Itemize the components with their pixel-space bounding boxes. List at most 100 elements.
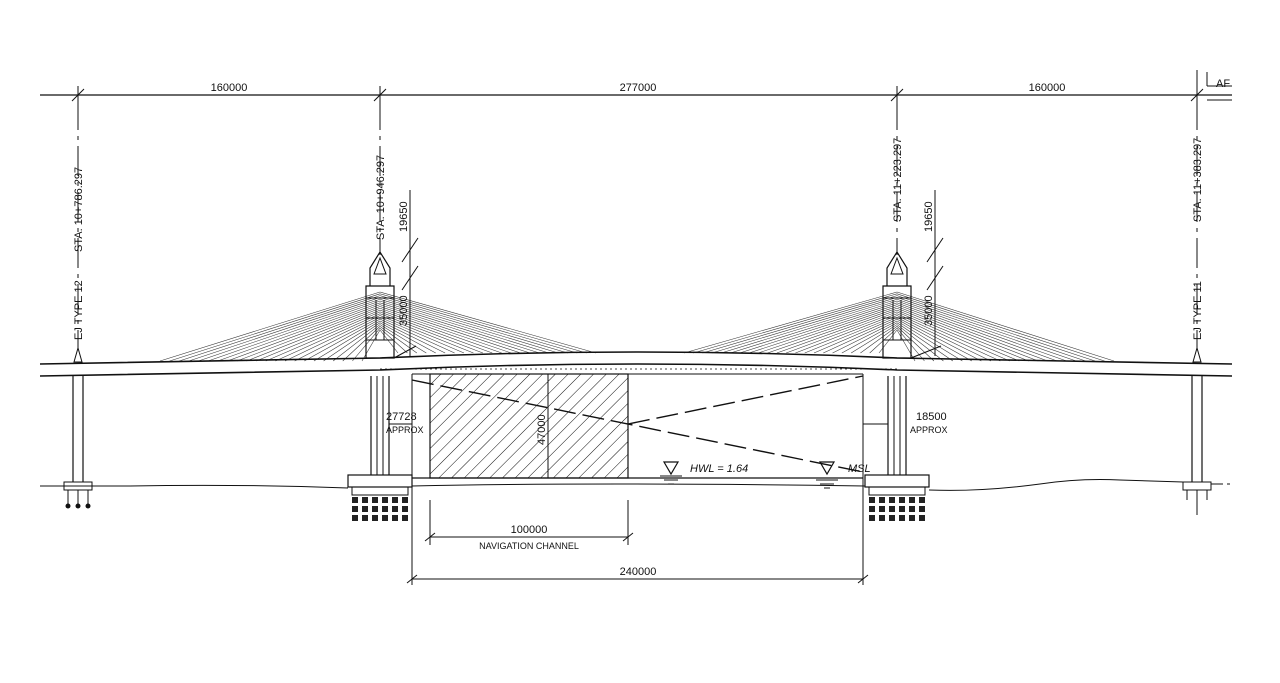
stay-cable <box>896 300 1067 362</box>
stay-cable <box>896 293 1105 362</box>
stay-cable <box>832 320 898 354</box>
stay-cable <box>896 311 1010 362</box>
left-offset-approx: APPROX <box>386 425 424 435</box>
right-tower-lower-dim: 35000 <box>923 295 935 326</box>
stay-cable <box>896 298 1077 362</box>
stay-cable <box>896 295 1096 362</box>
stay-cable <box>379 315 474 354</box>
stay-cable <box>823 318 898 354</box>
channel-width-dim <box>406 574 869 584</box>
stay-cable <box>896 309 1020 362</box>
stay-cable <box>265 311 381 362</box>
pile-segment <box>869 515 875 521</box>
msl-marker <box>816 461 838 489</box>
stay-cable <box>379 297 568 354</box>
pile-segment <box>362 497 368 503</box>
stay-cable <box>379 291 597 354</box>
pile-segment <box>372 515 378 521</box>
stay-cable <box>379 318 455 354</box>
station-left-tower: STA. 10+946.297 <box>375 155 387 240</box>
stay-cable <box>896 318 972 362</box>
stay-cable <box>188 297 381 362</box>
right-tower-height-dims <box>910 190 944 359</box>
stay-cable <box>896 329 916 362</box>
stay-cable <box>198 298 381 362</box>
pile-segment <box>362 506 368 512</box>
cut-text: AF <box>1216 78 1230 90</box>
navigation-channel-label: NAVIGATION CHANNEL <box>479 541 579 551</box>
left-pile-cap <box>347 474 413 496</box>
stay-cable <box>379 302 540 354</box>
span-dimension-line <box>40 70 1232 102</box>
stay-cable <box>896 291 1115 362</box>
pile-segment <box>352 497 358 503</box>
pile-segment <box>402 506 408 512</box>
pile-segment <box>352 506 358 512</box>
stay-cable <box>748 304 898 354</box>
stay-cable <box>776 309 898 354</box>
navigation-clearance-box <box>429 373 629 479</box>
expansion-joint-left: EJ TYPE 12 <box>73 280 85 340</box>
stay-cable <box>246 308 381 362</box>
stay-cable <box>217 302 381 362</box>
right-end-pier <box>1182 346 1212 500</box>
right-tower-upper-dim: 19650 <box>923 201 935 232</box>
span-left-dimension: 160000 <box>211 82 248 94</box>
stay-cable <box>896 304 1048 362</box>
stay-cable <box>767 308 898 354</box>
bridge-deck <box>39 351 1233 377</box>
pile-segment <box>909 515 915 521</box>
stay-cable <box>693 293 898 354</box>
stay-cable <box>795 313 898 354</box>
stay-cable <box>896 313 1001 362</box>
stay-cable <box>896 306 1039 362</box>
stay-cable <box>841 322 898 354</box>
msl-label: MSL <box>848 463 871 475</box>
pile-segment <box>392 506 398 512</box>
stay-cable <box>711 297 898 354</box>
pile-segment <box>879 506 885 512</box>
navigation-channel-dim <box>424 500 634 545</box>
channel-outline <box>411 373 864 585</box>
hwl-marker <box>660 461 682 485</box>
pile-segment <box>909 497 915 503</box>
stay-cable <box>379 329 399 354</box>
stay-cable <box>379 306 521 354</box>
expansion-joint-right: EJ TYPE 11 <box>1192 281 1204 340</box>
pile-segment <box>919 506 925 512</box>
pile-segment <box>879 497 885 503</box>
stay-cable <box>379 293 587 354</box>
pile-segment <box>382 497 388 503</box>
stay-cable <box>379 311 493 354</box>
pile-segment <box>899 506 905 512</box>
stay-cable <box>379 304 531 354</box>
left-offset-value: 27728 <box>386 411 417 423</box>
pile-segment <box>919 515 925 521</box>
left-piles <box>352 497 408 521</box>
stay-cable <box>896 302 1058 362</box>
channel-width-value: 240000 <box>620 566 657 578</box>
pile-segment <box>889 497 895 503</box>
ground-line <box>40 479 1184 491</box>
stay-cable <box>739 302 898 354</box>
stay-cables <box>159 291 1115 362</box>
left-tower <box>365 250 395 475</box>
stay-cable <box>284 315 381 362</box>
stay-cable <box>304 318 381 362</box>
stay-cable <box>786 311 898 354</box>
left-tower-height-dims <box>393 190 419 359</box>
pile-segment <box>372 506 378 512</box>
stay-cable <box>361 329 381 362</box>
pile-segment <box>889 506 895 512</box>
stay-cable <box>896 324 944 362</box>
stay-cable <box>323 322 381 362</box>
pile-segment <box>402 515 408 521</box>
span-main-dimension: 277000 <box>620 82 657 94</box>
right-offset-approx: APPROX <box>910 425 948 435</box>
stay-cable <box>179 295 381 362</box>
navigation-width-value: 100000 <box>511 524 548 536</box>
pile-segment <box>869 506 875 512</box>
stay-cable <box>896 308 1029 362</box>
pile-segment <box>879 515 885 521</box>
station-right-tower: STA. 11+223.297 <box>892 138 904 222</box>
